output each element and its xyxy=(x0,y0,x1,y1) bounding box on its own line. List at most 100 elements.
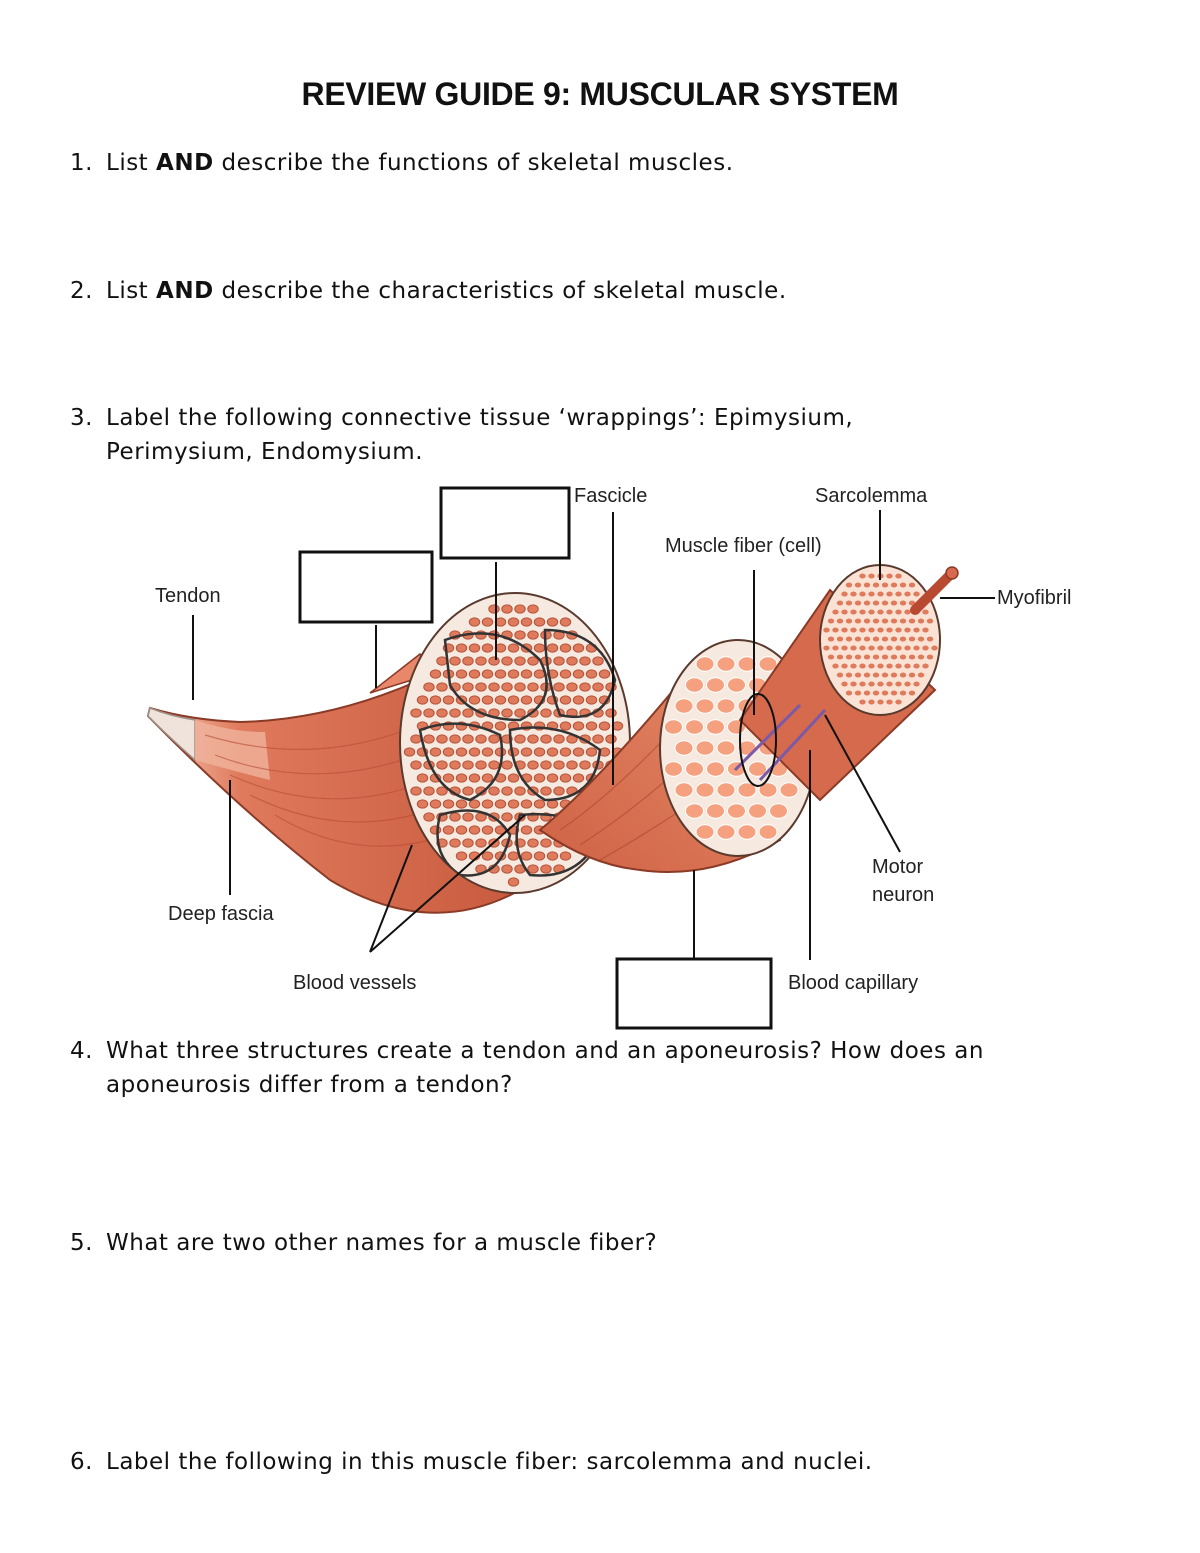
cell xyxy=(695,698,715,714)
cell xyxy=(553,656,565,666)
cell xyxy=(475,786,487,796)
cell xyxy=(520,695,533,705)
cell xyxy=(579,760,591,770)
cell xyxy=(895,609,902,615)
cell xyxy=(841,591,848,597)
cell xyxy=(559,643,572,653)
cell xyxy=(769,803,788,819)
cell xyxy=(899,672,907,678)
cell xyxy=(501,812,513,822)
cell xyxy=(455,773,468,783)
cell xyxy=(520,669,533,679)
cell xyxy=(572,695,585,705)
cell xyxy=(481,825,494,835)
cell xyxy=(908,672,916,678)
cell xyxy=(904,681,911,687)
cell xyxy=(908,690,916,696)
cell xyxy=(436,656,448,666)
cell xyxy=(553,786,565,796)
cell xyxy=(533,747,546,757)
cell xyxy=(872,582,880,588)
cell xyxy=(926,654,934,660)
cell xyxy=(674,698,694,714)
cell xyxy=(716,656,736,672)
cell xyxy=(507,643,520,653)
cell xyxy=(868,609,875,615)
cell xyxy=(758,824,778,840)
cell xyxy=(841,681,848,687)
cell xyxy=(922,645,929,651)
cell xyxy=(908,600,916,606)
question-2: 2.List AND describe the characteristics … xyxy=(70,274,1140,308)
cell xyxy=(913,645,920,651)
cell xyxy=(455,851,468,861)
cell xyxy=(533,773,546,783)
cell xyxy=(899,618,907,624)
cell xyxy=(540,708,552,718)
cell xyxy=(540,760,552,770)
cell xyxy=(416,799,429,809)
cell xyxy=(863,690,871,696)
label-tendon: Tendon xyxy=(155,585,221,607)
cell xyxy=(475,656,487,666)
cell xyxy=(462,760,474,770)
cell xyxy=(449,656,461,666)
cell xyxy=(859,663,866,669)
tendon-shape xyxy=(147,706,196,762)
cell xyxy=(685,803,704,819)
cell xyxy=(527,630,539,640)
cell xyxy=(579,656,591,666)
cell xyxy=(559,695,572,705)
cell xyxy=(859,573,866,579)
cell xyxy=(823,645,830,651)
cell xyxy=(527,760,539,770)
cell xyxy=(832,663,839,669)
question-5: 5.What are two other names for a muscle … xyxy=(70,1226,1140,1260)
cell xyxy=(410,734,422,744)
cell xyxy=(877,627,884,633)
cell xyxy=(468,669,481,679)
cell xyxy=(890,672,898,678)
cell xyxy=(877,663,884,669)
cell xyxy=(877,609,884,615)
cell xyxy=(468,695,481,705)
cell xyxy=(559,747,572,757)
cell xyxy=(481,747,494,757)
cell xyxy=(436,760,448,770)
cell xyxy=(827,636,835,642)
cell xyxy=(832,609,839,615)
cell xyxy=(895,663,902,669)
label-sarcolemma: Sarcolemma xyxy=(815,485,928,507)
cell xyxy=(890,618,898,624)
cell xyxy=(572,721,585,731)
label-neuron: neuron xyxy=(872,884,934,906)
cell xyxy=(922,609,929,615)
cell xyxy=(527,656,539,666)
cell xyxy=(863,600,871,606)
cell xyxy=(877,681,884,687)
cell xyxy=(881,636,889,642)
myofibril-rod xyxy=(910,570,955,615)
page-title: REVIEW GUIDE 9: MUSCULAR SYSTEM xyxy=(301,76,899,112)
cell xyxy=(877,645,884,651)
cell xyxy=(475,734,487,744)
question-number: 5. xyxy=(70,1230,93,1256)
cell xyxy=(501,760,513,770)
cell xyxy=(706,803,725,819)
cell xyxy=(520,851,533,861)
cell xyxy=(468,773,481,783)
cell xyxy=(872,672,880,678)
cell xyxy=(863,636,871,642)
cell xyxy=(737,782,757,798)
cell xyxy=(850,627,857,633)
cell xyxy=(442,773,455,783)
cell xyxy=(514,682,526,692)
cell xyxy=(904,609,911,615)
cell xyxy=(468,747,481,757)
cell xyxy=(845,618,853,624)
cell xyxy=(527,604,539,614)
cell xyxy=(841,627,848,633)
cell xyxy=(854,690,862,696)
cell xyxy=(706,761,725,777)
cell xyxy=(859,681,866,687)
